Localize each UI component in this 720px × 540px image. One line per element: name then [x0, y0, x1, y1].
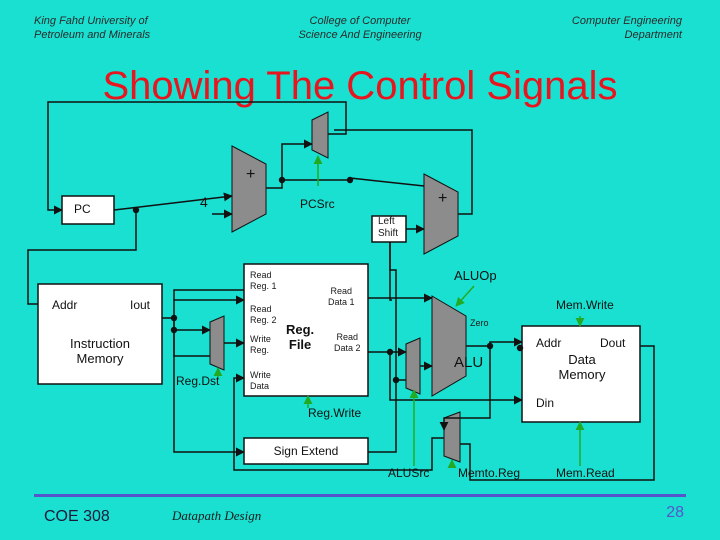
pc-adder-shape: [231, 145, 267, 233]
read-data1-line2: Data 1: [328, 297, 355, 307]
header-left-line1: King Fahd University of: [34, 15, 148, 27]
header-right-line2: Department: [624, 29, 682, 41]
data-memory-label: Data Memory: [544, 352, 620, 382]
regdst-label: Reg.Dst: [176, 374, 220, 388]
left-shift-block: [371, 215, 407, 243]
branch-adder-plus: +: [438, 190, 448, 207]
footer-course: COE 308: [44, 508, 110, 525]
write-data-line2: Data: [250, 381, 270, 391]
constant-four: 4: [200, 194, 208, 210]
read-data2-line1: Read: [336, 332, 359, 342]
read-reg1-line2: Reg. 1: [250, 281, 277, 291]
read-data2-label: Read Data 2: [334, 332, 361, 354]
memtoreg-label: Memto.Reg: [458, 466, 521, 480]
regwrite-label: Reg.Write: [308, 406, 362, 420]
pc-adder-plus: +: [246, 166, 256, 183]
read-data1-label: Read Data 1: [328, 286, 355, 308]
left-shift-label: Left Shift: [378, 216, 398, 240]
read-reg1-label: Read Reg. 1: [250, 270, 277, 292]
read-reg2-line1: Read: [250, 304, 272, 314]
write-reg-line1: Write: [250, 334, 271, 344]
alu-label: ALU: [454, 354, 484, 371]
instr-iout-label: Iout: [130, 298, 151, 312]
instr-memory-line1: Instruction: [70, 336, 130, 351]
header-left: King Fahd University of Petroleum and Mi…: [34, 14, 234, 42]
pcsrc-label: PCSrc: [300, 197, 335, 211]
data-memory-line1: Data: [568, 352, 596, 367]
footer-page-number: 28: [666, 504, 684, 521]
instr-memory-line2: Memory: [76, 351, 124, 366]
footer-topic: Datapath Design: [172, 508, 262, 523]
read-reg2-line2: Reg. 2: [250, 315, 277, 325]
read-data2-line2: Data 2: [334, 343, 361, 353]
memwrite-label: Mem.Write: [556, 298, 614, 312]
instruction-memory-block: [37, 283, 163, 385]
read-reg1-line1: Read: [250, 270, 272, 280]
write-reg-line2: Reg.: [250, 345, 270, 355]
alusrc-mux-shape: [405, 337, 421, 395]
header-right-line1: Computer Engineering: [571, 15, 682, 27]
register-file-block: [243, 263, 369, 397]
branch-adder-shape: [423, 173, 459, 255]
regfile-line1: Reg.: [286, 322, 315, 337]
left-shift-line2: Shift: [378, 228, 399, 239]
memread-label: Mem.Read: [556, 466, 615, 480]
dm-din-label: Din: [536, 396, 555, 410]
header-center: College of Computer Science And Engineer…: [260, 14, 460, 42]
instr-addr-label: Addr: [52, 298, 78, 312]
zero-label: Zero: [470, 318, 489, 328]
pc-label: PC: [74, 202, 91, 216]
alusrc-label: ALUSrc: [388, 466, 430, 480]
regdst-mux-shape: [209, 315, 225, 371]
regfile-line2: File: [288, 337, 312, 352]
footer-rule: [34, 494, 686, 497]
dm-addr-label: Addr: [536, 336, 562, 350]
data-memory-line2: Memory: [558, 367, 606, 382]
header-left-line2: Petroleum and Minerals: [34, 29, 151, 41]
regfile-label: Reg. File: [286, 322, 314, 352]
aluop-label: ALUOp: [454, 268, 497, 283]
sign-extend-label: Sign Extend: [273, 444, 339, 458]
instr-memory-label: Instruction Memory: [38, 336, 162, 366]
header-center-line2: Science And Engineering: [298, 29, 422, 41]
dm-dout-label: Dout: [600, 336, 626, 350]
left-shift-line1: Left: [378, 216, 395, 227]
read-data1-line1: Read: [330, 286, 353, 296]
pc-mux-shape: [311, 111, 329, 159]
memtoreg-mux-shape: [443, 411, 461, 463]
read-reg2-label: Read Reg. 2: [250, 304, 277, 326]
write-data-label: Write Data: [250, 370, 271, 392]
header-right: Computer Engineering Department: [482, 14, 682, 42]
page-title: Showing The Control Signals: [102, 64, 618, 108]
alu-shape: [431, 295, 467, 397]
write-data-line1: Write: [250, 370, 271, 380]
write-reg-label: Write Reg.: [250, 334, 271, 356]
header-center-line1: College of Computer: [309, 15, 411, 27]
